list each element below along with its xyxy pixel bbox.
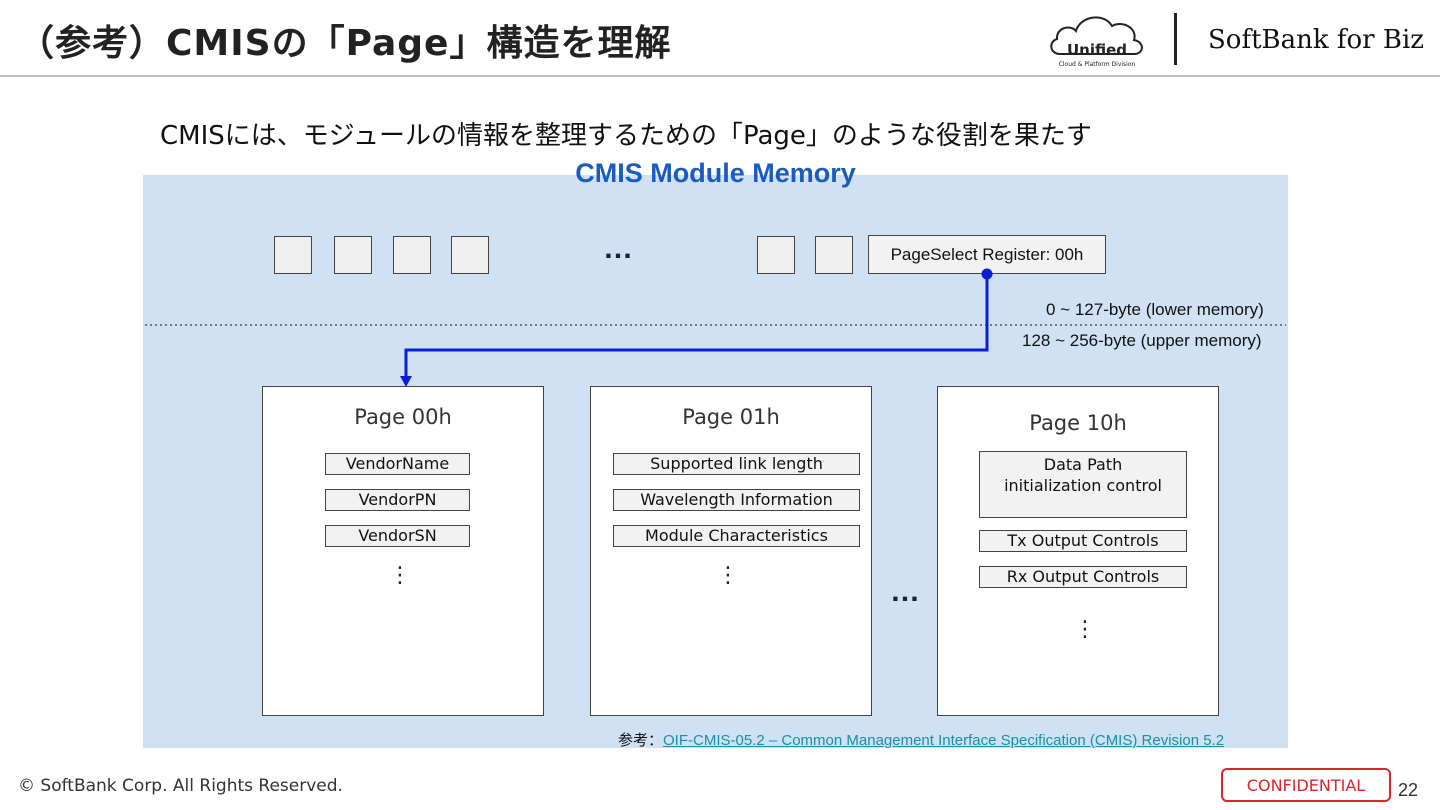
confidential-badge: CONFIDENTIAL xyxy=(1221,768,1391,802)
page-01h-card: Page 01h Supported link length Wavelengt… xyxy=(590,386,872,716)
unified-cloud-icon: Unified Cloud & Platform Division xyxy=(1050,16,1143,68)
page-field: Rx Output Controls xyxy=(979,566,1187,588)
more-fields-indicator: ⋮ xyxy=(1074,616,1096,641)
page-field: Supported link length xyxy=(613,453,860,475)
page-field: Tx Output Controls xyxy=(979,530,1187,552)
source-reference: 参考：OIF-CMIS-05.2 – Common Management Int… xyxy=(618,729,1224,750)
page-number: 22 xyxy=(1398,780,1419,800)
softbank-logo: SoftBank for Biz xyxy=(1208,25,1424,55)
slide-title: （参考）CMISの「Page」構造を理解 xyxy=(18,23,672,64)
page-select-register: PageSelect Register: 00h xyxy=(868,235,1106,274)
more-fields-indicator: ⋮ xyxy=(717,562,739,587)
page-field: Module Characteristics xyxy=(613,525,860,547)
page-title: Page 10h xyxy=(1029,411,1127,435)
page-10h-card: Page 10h Data Path initialization contro… xyxy=(937,386,1219,716)
unified-logo: Unified Cloud & Platform Division xyxy=(1046,10,1148,70)
byte-ellipsis: … xyxy=(603,232,634,265)
arrow-head xyxy=(400,376,412,387)
page-select-arrow xyxy=(404,274,989,378)
page-field: Wavelength Information xyxy=(613,489,860,511)
page-00h-card: Page 00h VendorName VendorPN VendorSN ⋮ xyxy=(262,386,544,716)
source-link[interactable]: OIF-CMIS-05.2 – Common Management Interf… xyxy=(663,732,1225,749)
more-fields-indicator: ⋮ xyxy=(389,562,411,587)
source-prefix: 参考： xyxy=(618,732,664,749)
page-field: Data Path initialization control xyxy=(979,451,1187,518)
byte-box xyxy=(757,236,795,274)
memory-panel-title: CMIS Module Memory xyxy=(575,158,856,188)
page-field: VendorName xyxy=(325,453,470,475)
byte-box xyxy=(393,236,431,274)
title-divider xyxy=(0,75,1440,77)
page-field: VendorPN xyxy=(325,489,470,511)
unified-logo-text: Unified xyxy=(1067,41,1127,59)
unified-logo-subtext: Cloud & Platform Division xyxy=(1059,61,1136,68)
lower-memory-label: 0 ~ 127-byte (lower memory) xyxy=(1046,300,1264,319)
page-field: VendorSN xyxy=(325,525,470,547)
byte-box xyxy=(451,236,489,274)
upper-memory-label: 128 ~ 256-byte (upper memory) xyxy=(1022,331,1262,350)
byte-box xyxy=(815,236,853,274)
page-title: Page 00h xyxy=(354,405,452,429)
page-title: Page 01h xyxy=(682,405,780,429)
byte-box xyxy=(334,236,372,274)
copyright-notice: © SoftBank Corp. All Rights Reserved. xyxy=(18,776,343,796)
byte-box xyxy=(274,236,312,274)
slide-subtitle: CMISには、モジュールの情報を整理するための「Page」のような役割を果たす xyxy=(160,121,1092,151)
pages-ellipsis: … xyxy=(890,575,921,608)
logo-divider xyxy=(1174,13,1177,65)
